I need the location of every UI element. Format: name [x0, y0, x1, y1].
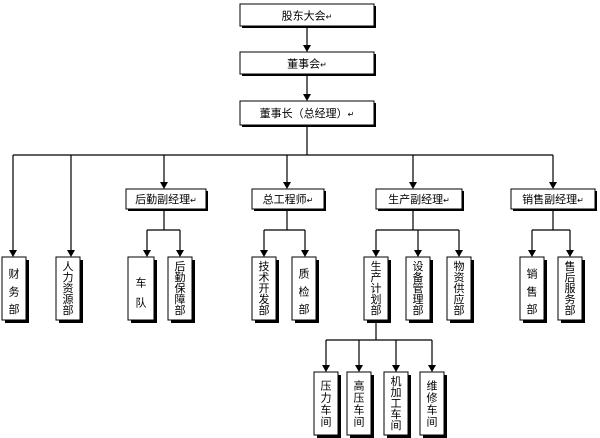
materials-supply-box: 物资供应部: [446, 256, 474, 323]
vp-logistics-box: 后勤副经理↵: [125, 188, 208, 211]
chairman-label: 董事长（总经理）↵: [260, 106, 355, 120]
production-planning-box: 生产计划部: [363, 256, 391, 323]
arrowhead: [67, 250, 75, 257]
department-boxes: 财务部 人力资源部 车队 后勤保障部 技术开发部 质检部 生产计划部 设备管理部 物资供应部 销售…: [1, 256, 585, 438]
arrowhead: [549, 182, 557, 189]
arrowhead: [303, 45, 311, 52]
chief-engineer-box: 总工程师↵: [251, 188, 326, 211]
arrowhead: [528, 250, 536, 257]
fleet-box: 车队: [127, 256, 157, 323]
arrowhead: [283, 182, 291, 189]
logistics-support-box: 后勤保障部: [167, 256, 195, 323]
equipment-mgmt-label: 设备管理部: [413, 260, 424, 317]
after-sales-box: 售后服务部: [557, 256, 585, 323]
production-planning-label: 生产计划部: [371, 259, 382, 317]
arrowhead: [301, 250, 309, 257]
arrowheads: [9, 45, 574, 372]
maintenance-workshop-box: 维修车间: [419, 371, 447, 438]
equipment-mgmt-box: 设备管理部: [405, 256, 433, 323]
board-box: 董事会↵: [239, 51, 376, 76]
finance-dept-label: 财务部: [9, 267, 20, 316]
arrowhead: [455, 250, 463, 257]
shareholders-meeting-label: 股东大会↵: [282, 9, 333, 23]
chief-engineer-label: 总工程师↵: [263, 192, 314, 206]
arrowhead: [303, 94, 311, 101]
arrowhead: [414, 250, 422, 257]
arrowhead: [260, 250, 268, 257]
board-label: 董事会↵: [287, 58, 327, 71]
vp-production-label: 生产副经理↵: [388, 192, 450, 206]
materials-supply-label: 物资供应部: [454, 259, 465, 317]
connector-lines: [12, 27, 571, 368]
machining-workshop-label: 机加工车间: [391, 374, 402, 432]
arrowhead: [372, 250, 380, 257]
arrowhead: [9, 250, 17, 257]
hv-workshop-label: 高压车间: [354, 379, 365, 429]
maintenance-workshop-label: 维修车间: [427, 380, 438, 429]
arrowhead: [355, 365, 363, 372]
arrowhead: [143, 250, 151, 257]
tech-dev-box: 技术开发部: [251, 256, 279, 323]
chairman-box: 董事长（总经理）↵: [239, 100, 376, 127]
vp-production-box: 生产副经理↵: [375, 188, 464, 211]
press-workshop-box: 压力车间: [313, 371, 341, 438]
quality-dept-box: 质检部: [291, 256, 319, 323]
vp-sales-box: 销售副经理↵: [510, 188, 597, 211]
vp-logistics-label: 后勤副经理↵: [135, 193, 197, 206]
after-sales-label: 售后服务部: [565, 259, 576, 317]
press-workshop-label: 压力车间: [321, 380, 332, 429]
logistics-support-label: 后勤保障部: [175, 260, 186, 317]
hr-dept-label: 人力资源部: [63, 260, 74, 317]
arrowhead: [428, 365, 436, 372]
arrowhead: [392, 365, 400, 372]
machining-workshop-box: 机加工车间: [383, 371, 411, 438]
vp-sales-label: 销售副经理↵: [522, 192, 584, 206]
hr-dept-box: 人力资源部: [55, 256, 83, 323]
arrowhead: [176, 250, 184, 257]
arrowhead: [566, 250, 574, 257]
quality-dept-label: 质检部: [299, 268, 310, 316]
arrowhead: [322, 365, 330, 372]
sales-dept-label: 销售部: [527, 267, 538, 316]
arrowhead: [160, 182, 168, 189]
finance-dept-box: 财务部: [1, 256, 29, 323]
sales-dept-box: 销售部: [519, 256, 547, 323]
tech-dev-label: 技术开发部: [259, 260, 270, 317]
arrowhead: [409, 182, 417, 189]
hv-workshop-box: 高压车间: [346, 371, 374, 438]
shareholders-meeting-box: 股东大会↵: [239, 3, 376, 28]
fleet-label: 车队: [136, 276, 147, 310]
